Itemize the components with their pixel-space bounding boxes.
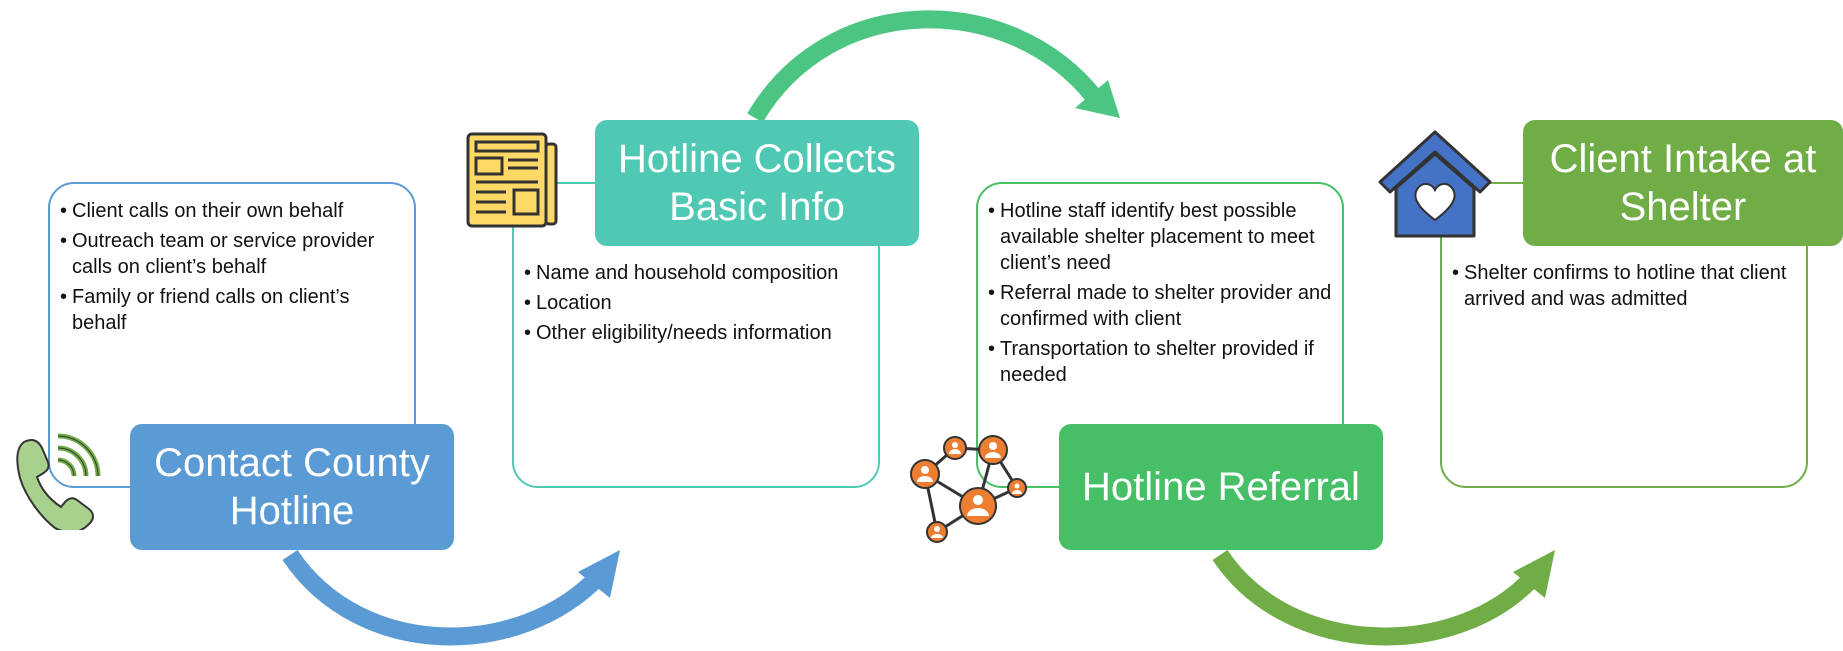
step-3-bullet: Hotline staff identify best possible ava… [988,198,1332,276]
step-2-bullet: Name and household composition [524,260,868,286]
arrow-step3-to-step4 [1212,549,1542,646]
step-4-bullet: Shelter confirms to hotline that client … [1452,260,1796,312]
arrow-step2-to-step3 [747,10,1103,123]
step-3-bullet-list: Hotline staff identify best possible ava… [988,198,1332,388]
house-heart-icon [1378,130,1492,238]
step-1-bullet-list: Client calls on their own behalf Outreac… [60,198,404,336]
step-3-bullet: Referral made to shelter provider and co… [988,280,1332,332]
step-2-title-box: Hotline Collects Basic Info [595,120,919,246]
step-2-title: Hotline Collects Basic Info [618,137,896,229]
step-3-title: Hotline Referral [1082,465,1360,509]
arrow-step1-to-step2-head [578,550,620,598]
step-1-bullet: Outreach team or service provider calls … [60,228,404,280]
phone-ringing-icon [16,433,101,530]
step-2-bullet-list: Name and household composition Location … [524,260,868,346]
step-1-title: Contact County Hotline [154,441,430,533]
step-3-title-box: Hotline Referral [1059,424,1383,550]
arrow-step2-to-step3-head [1075,80,1120,118]
step-4-title-box: Client Intake at Shelter [1523,120,1843,246]
step-1-title-box: Contact County Hotline [130,424,454,550]
step-1-bullet: Client calls on their own behalf [60,198,404,224]
people-network-icon [910,435,1027,543]
newspaper-form-icon [466,132,558,228]
step-2-bullet: Other eligibility/needs information [524,320,868,346]
step-1-bullet: Family or friend calls on client’s behal… [60,284,404,336]
arrow-step3-to-step4-head [1513,550,1555,598]
step-3-bullet: Transportation to shelter provided if ne… [988,336,1332,388]
step-4-title: Client Intake at Shelter [1549,137,1817,229]
step-2-bullet: Location [524,290,868,316]
arrow-step1-to-step2 [282,549,607,646]
step-4-bullet-list: Shelter confirms to hotline that client … [1452,260,1796,312]
